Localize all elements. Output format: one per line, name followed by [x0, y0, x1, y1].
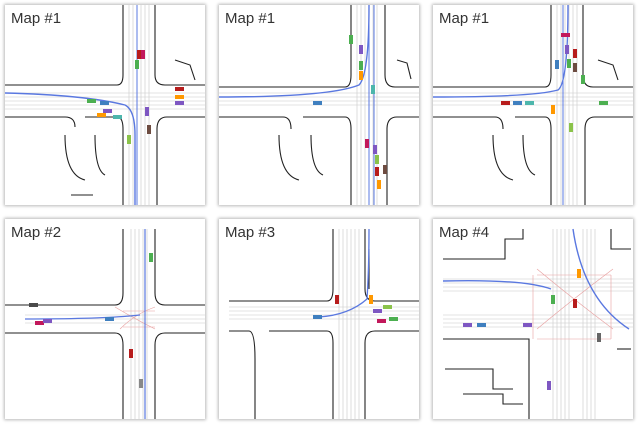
- map-label: Map #1: [11, 10, 62, 27]
- map-label: Map #1: [225, 10, 276, 27]
- map-drawing: [5, 229, 205, 419]
- map-drawing: [5, 5, 205, 205]
- map-panel-2: Map #1: [219, 5, 419, 205]
- map-label: Map #1: [439, 10, 490, 27]
- map-panel-1: Map #1: [5, 5, 205, 205]
- map-drawing: [229, 228, 419, 419]
- map-drawing: [433, 5, 633, 205]
- map-panel-5: Map #3: [219, 219, 419, 419]
- map-drawing: [219, 5, 419, 205]
- map-drawing: [442, 228, 633, 419]
- map-panel-6: Map #4: [433, 219, 633, 419]
- map-panel-3: Map #1: [433, 5, 633, 205]
- map-panel-4: Map #2: [5, 219, 205, 419]
- map-label: Map #3: [225, 224, 276, 241]
- map-label: Map #2: [11, 224, 62, 241]
- map-label: Map #4: [439, 224, 490, 241]
